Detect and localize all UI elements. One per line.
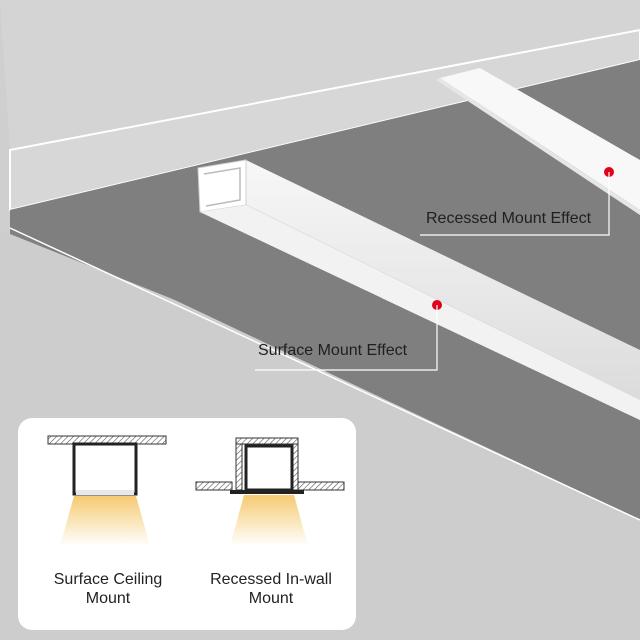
recessed-caption-line1: Recessed In-wall bbox=[210, 571, 332, 588]
recessed-profile-edge bbox=[436, 78, 640, 215]
surface-ceiling-mount-caption: Surface Ceiling Mount bbox=[38, 570, 178, 608]
surface-ceiling-mount-diagram bbox=[47, 435, 167, 546]
ceiling-top-face bbox=[0, 0, 640, 150]
recessed-in-wall-mount-caption: Recessed In-wall Mount bbox=[198, 570, 344, 608]
surface-profile-diffuser bbox=[200, 205, 640, 420]
mounting-diagrams bbox=[47, 435, 345, 546]
ceiling-bottom-edge bbox=[9, 227, 640, 521]
surface-caption-line1: Surface Ceiling bbox=[53, 571, 163, 588]
recessed-callout-line bbox=[420, 172, 610, 236]
surface-callout-line bbox=[255, 305, 438, 371]
surface-caption-line2: Mount bbox=[85, 590, 131, 607]
mounting-legend-card: Surface Ceiling Mount Recessed In-wall M… bbox=[18, 418, 356, 630]
recessed-mount-callout: Recessed Mount Effect bbox=[426, 210, 592, 227]
recessed-profile bbox=[440, 68, 640, 210]
recessed-in-wall-mount-diagram bbox=[195, 437, 345, 546]
recessed-caption-line2: Mount bbox=[248, 590, 294, 607]
surface-mount-callout: Surface Mount Effect bbox=[258, 342, 408, 359]
surface-profile-channel bbox=[203, 167, 241, 207]
ceiling-underside-shade bbox=[10, 60, 640, 520]
